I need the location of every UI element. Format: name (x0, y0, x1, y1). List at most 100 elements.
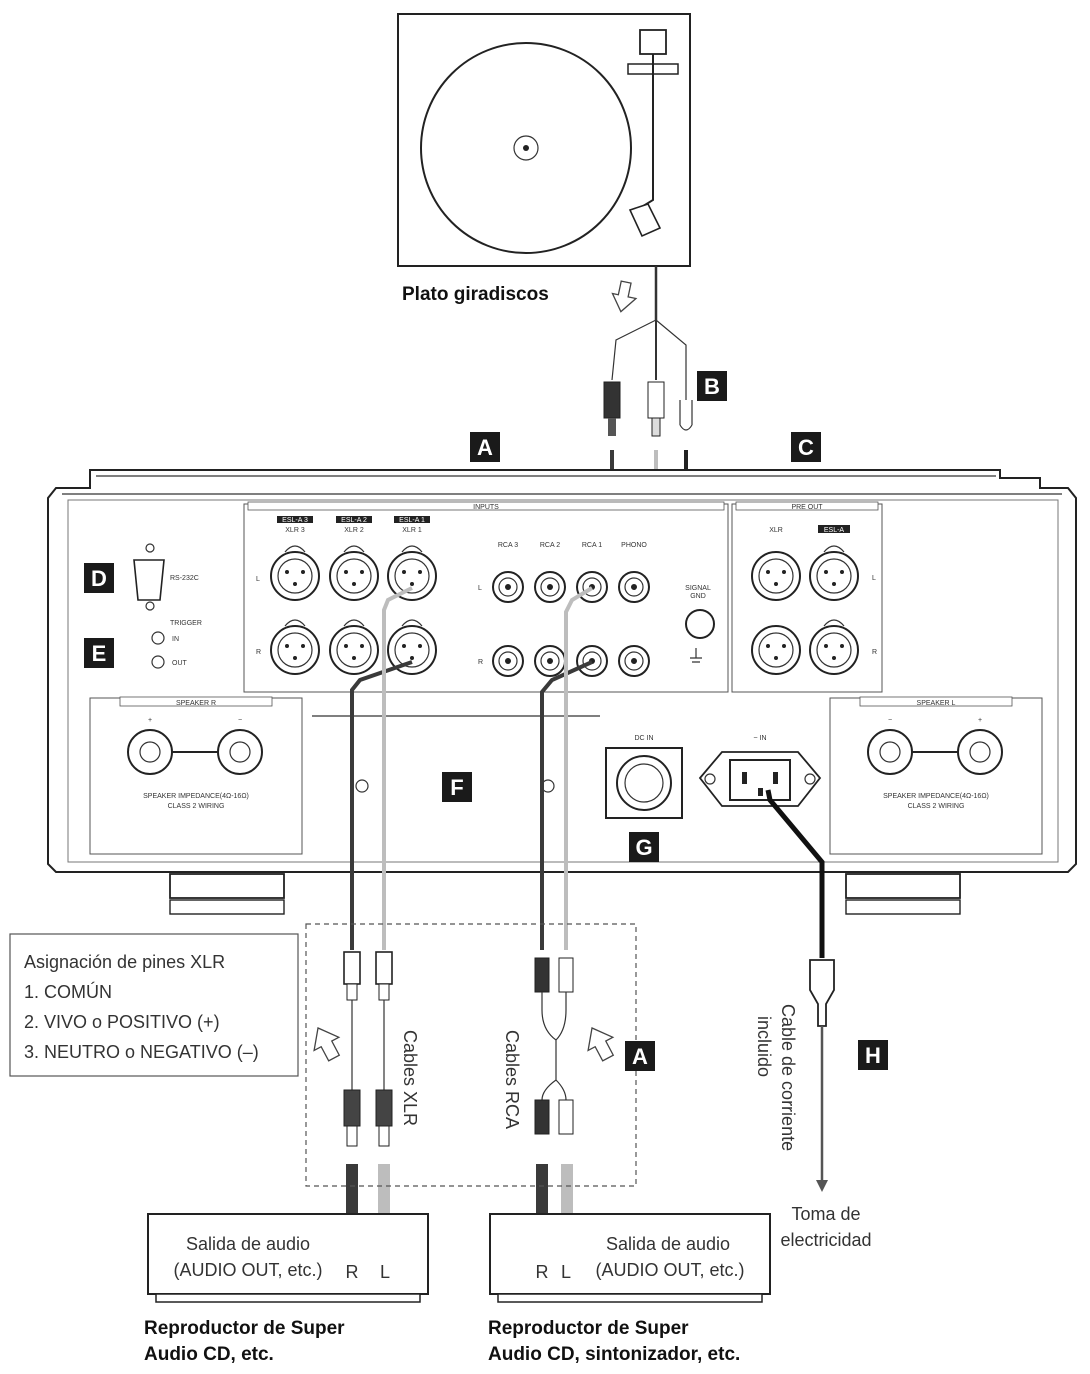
pin-box-pin1: 1. COMÚN (24, 981, 112, 1002)
ac-in-label: ~ IN (753, 735, 766, 742)
rca-r-label: R (478, 659, 483, 666)
rca-plug (534, 957, 550, 993)
rca-cables (534, 586, 594, 1214)
down-arrow-icon (611, 280, 638, 313)
pin-box-pin2: 2. VIVO o POSITIVO (+) (24, 1012, 220, 1032)
badge-c: C (791, 432, 821, 462)
pre-xlr-label: XLR (769, 527, 783, 534)
power-cable-label-1: Cable de corriente (778, 1004, 798, 1151)
pre-esl-tag: ESL-A (824, 527, 845, 534)
control-ports: RS-232C TRIGGER IN OUT (133, 543, 202, 669)
xlr-jack[interactable] (270, 545, 320, 601)
speaker-l-plus: + (978, 717, 982, 724)
up-arrow-icon (587, 1027, 615, 1062)
speaker-r-label: SPEAKER R (176, 700, 216, 707)
svg-text:D: D (91, 566, 107, 591)
trigger-out-jack[interactable] (151, 655, 165, 669)
trigger-in-label: IN (172, 636, 179, 643)
player-right-output-line1: Salida de audio (606, 1234, 730, 1254)
svg-text:G: G (635, 835, 652, 860)
signal-gnd-label-1: SIGNAL (685, 585, 711, 592)
phono-plug-r (603, 381, 621, 419)
player-right: Salida de audio (AUDIO OUT, etc.) R L Re… (488, 1213, 771, 1365)
trigger-label: TRIGGER (170, 620, 202, 627)
pre-l-label: L (872, 575, 876, 582)
xlr-jack[interactable] (270, 619, 320, 675)
ground-spade-lug (679, 400, 693, 431)
rca-jack[interactable] (618, 645, 650, 677)
xlr-jack[interactable] (387, 619, 437, 675)
rca2-label: RCA 2 (540, 542, 560, 549)
svg-text:A: A (632, 1044, 648, 1069)
xlr-out-jack[interactable] (809, 545, 859, 601)
speaker-l-section: SPEAKER L − + SPEAKER IMPEDANCE(4Ω-16Ω) … (829, 696, 1043, 855)
inputs-header: INPUTS (473, 504, 499, 511)
signal-gnd-label-2: GND (690, 593, 706, 600)
svg-text:H: H (865, 1043, 881, 1068)
signal-gnd-terminal[interactable] (685, 609, 715, 639)
turntable: Plato giradiscos (397, 13, 691, 313)
power-cable (765, 789, 835, 1192)
outlet-label-1: Toma de (791, 1204, 860, 1224)
speaker-l-impedance: SPEAKER IMPEDANCE(4Ω-16Ω) (883, 793, 989, 800)
speaker-r-impedance: SPEAKER IMPEDANCE(4Ω-16Ω) (143, 793, 249, 800)
rca-cable-l (564, 586, 594, 950)
player-left-r: R (346, 1262, 359, 1282)
xlr-cables-label: Cables XLR (400, 1030, 420, 1126)
xlr2-tag: ESL-A 2 (341, 517, 367, 524)
rca-jack[interactable] (618, 571, 650, 603)
right-foot (845, 873, 961, 899)
xlr-plug (375, 951, 393, 985)
player-right-r: R (536, 1262, 549, 1282)
ground-icon (690, 648, 702, 663)
dc-in-connector[interactable]: DC IN (605, 735, 683, 819)
trigger-in-jack[interactable] (151, 631, 165, 645)
power-cable-label-2: incluido (754, 1016, 774, 1077)
player-left-l: L (380, 1262, 390, 1282)
xlr-pin-box: Asignación de pines XLR 1. COMÚN 2. VIVO… (9, 933, 299, 1077)
xlr-out-jack[interactable] (751, 625, 801, 675)
xlr-out-jack[interactable] (751, 551, 801, 601)
rca-jack[interactable] (576, 571, 608, 603)
rs232c-port[interactable] (133, 559, 165, 601)
phono-label: PHONO (621, 542, 647, 549)
xlr2-label: XLR 2 (344, 527, 364, 534)
speaker-r-minus: − (238, 717, 242, 724)
player-left-caption-1: Reproductor de Super (144, 1318, 345, 1339)
player-left-caption-2: Audio CD, etc. (144, 1344, 274, 1365)
pre-r-label: R (872, 649, 877, 656)
left-foot (169, 873, 285, 899)
rca-cables-label: Cables RCA (502, 1030, 522, 1129)
ac-inlet[interactable]: ~ IN (698, 735, 822, 807)
xlr-cables (343, 586, 413, 1214)
rca3-label: RCA 3 (498, 542, 518, 549)
tonearm-headshell (628, 203, 662, 238)
xlr-out-jack[interactable] (809, 619, 859, 675)
speaker-l-minus: − (888, 717, 892, 724)
xlr-l-label: L (256, 576, 260, 583)
xlr3-label: XLR 3 (285, 527, 305, 534)
xlr-jack[interactable] (387, 545, 437, 601)
power-plug (809, 959, 835, 1027)
pre-out-header: PRE OUT (791, 504, 823, 511)
speaker-r-wiring: CLASS 2 WIRING (168, 803, 225, 810)
badge-h: H (858, 1040, 888, 1070)
rca-jack[interactable] (492, 571, 524, 603)
xlr-jack[interactable] (329, 619, 379, 675)
platter-spindle-ring (513, 135, 539, 161)
speaker-l-label: SPEAKER L (917, 700, 956, 707)
xlr-plug (375, 1089, 393, 1127)
rca-jack[interactable] (492, 645, 524, 677)
badge-g: G (629, 832, 659, 862)
xlr3-tag: ESL-A 3 (282, 517, 308, 524)
badge-a-top: A (470, 432, 500, 462)
player-left-output-line1: Salida de audio (186, 1234, 310, 1254)
xlr1-label: XLR 1 (402, 527, 422, 534)
svg-text:C: C (798, 435, 814, 460)
player-right-caption-1: Reproductor de Super (488, 1318, 689, 1339)
xlr-jack[interactable] (329, 545, 379, 601)
xlr-r-label: R (256, 649, 261, 656)
rca-jack[interactable] (534, 571, 566, 603)
player-right-l: L (561, 1262, 571, 1282)
